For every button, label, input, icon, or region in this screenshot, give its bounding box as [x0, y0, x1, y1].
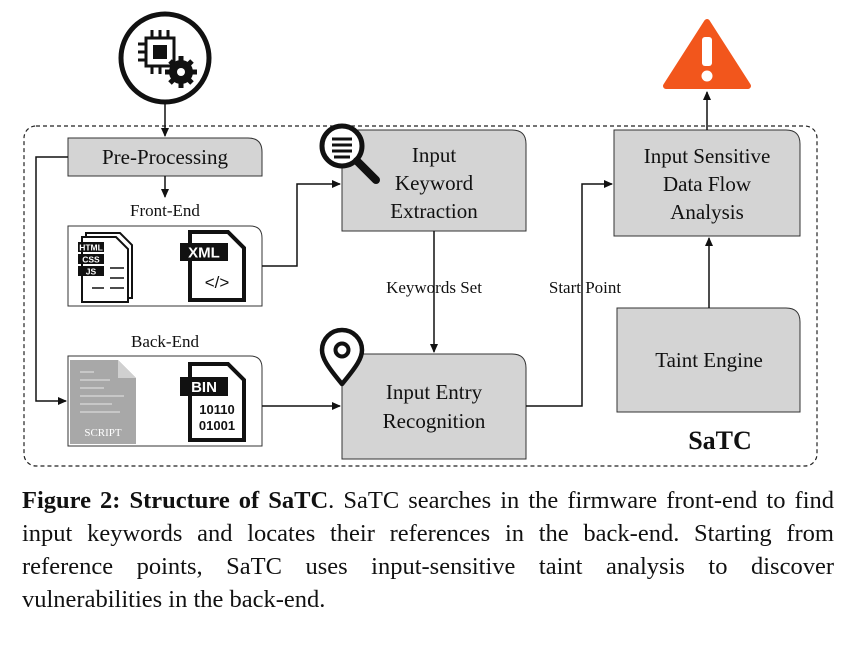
magnifier-icon [319, 123, 380, 184]
sensitive-flow-box: Input Sensitive Data Flow Analysis [613, 129, 801, 237]
preprocessing-box: Pre-Processing [67, 137, 263, 177]
keyword-extraction-box: Input Keyword Extraction [341, 129, 527, 232]
svg-text:JS: JS [86, 267, 97, 277]
sensitive-flow-line-1: Input Sensitive [644, 144, 771, 168]
satc-label: SaTC [688, 426, 752, 455]
taint-engine-label: Taint Engine [655, 348, 763, 372]
xml-file-icon: XML </> [180, 230, 246, 302]
svg-text:CSS: CSS [82, 255, 100, 265]
sensitive-flow-line-2: Data Flow [663, 172, 752, 196]
entry-recognition-box: Input Entry Recognition [341, 353, 527, 460]
entry-recognition-line-1: Input Entry [386, 380, 483, 404]
figure-caption: Figure 2: Structure of SaTC. SaTC search… [22, 484, 834, 616]
entry-recognition-line-2: Recognition [383, 409, 486, 433]
bin-file-icon: BIN 10110 01001 [180, 362, 246, 442]
arrow-preprocessing-to-backend [35, 156, 68, 405]
location-pin-icon [319, 327, 365, 387]
sensitive-flow-line-3: Analysis [670, 200, 744, 224]
svg-text:XML: XML [188, 245, 220, 262]
satc-structure-diagram: Pre-Processing Front-End HTML CSS JS [23, 11, 818, 467]
firmware-chip-icon [118, 11, 212, 105]
svg-text:BIN: BIN [191, 379, 217, 396]
backend-box: SCRIPT BIN 10110 01001 [67, 355, 263, 447]
arrow-start-point [526, 180, 613, 407]
frontend-box: HTML CSS JS XML </> [67, 225, 263, 307]
svg-text:HTML: HTML [79, 243, 103, 253]
caption-title: Figure 2: Structure of SaTC [22, 487, 329, 514]
keyword-extraction-line-1: Input [412, 143, 456, 167]
svg-text:SCRIPT: SCRIPT [84, 427, 122, 439]
keyword-extraction-line-3: Extraction [390, 199, 478, 223]
arrow-frontend-to-keyword-extraction [262, 180, 341, 267]
start-point-label: Start Point [549, 278, 622, 297]
script-file-icon: SCRIPT [70, 360, 136, 444]
satc-boundary [23, 125, 818, 467]
frontend-label: Front-End [130, 201, 200, 220]
caption-text: . SaTC searches in the firmware front-en… [22, 487, 834, 613]
web-files-icon: HTML CSS JS [78, 232, 133, 303]
warning-icon [663, 19, 751, 89]
backend-label: Back-End [131, 332, 199, 351]
keyword-extraction-line-2: Keyword [395, 171, 474, 195]
svg-text:01001: 01001 [199, 418, 235, 433]
preprocessing-label: Pre-Processing [102, 145, 228, 169]
taint-engine-box: Taint Engine [616, 307, 801, 413]
svg-text:10110: 10110 [199, 402, 234, 417]
svg-text:</>: </> [205, 273, 230, 292]
